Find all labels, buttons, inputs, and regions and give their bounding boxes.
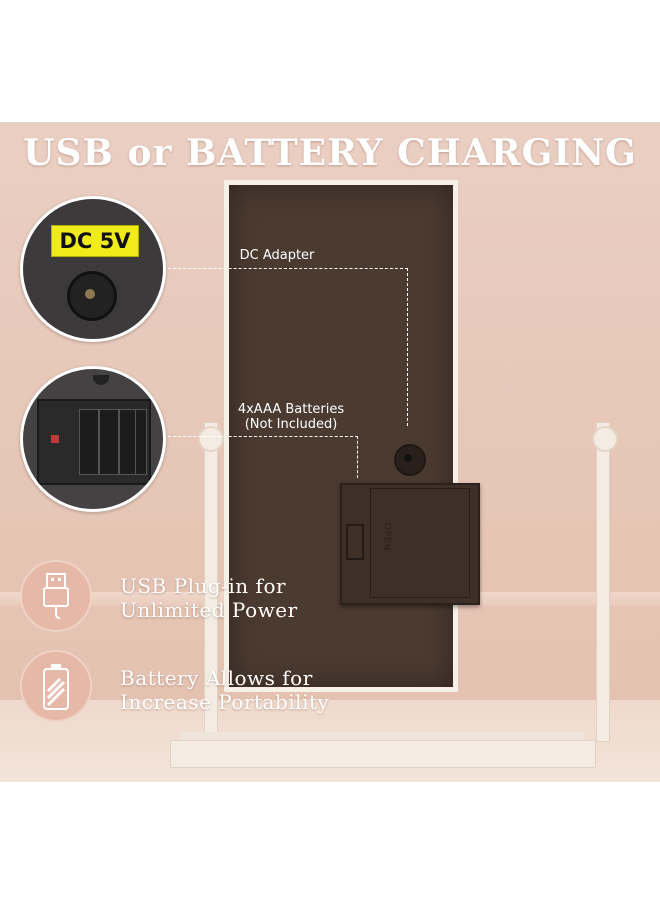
product-scene: USB or BATTERY CHARGING OPEN DC 5V DC Ad… [0,122,660,782]
battery-callout-line-vertical [357,436,358,478]
stand-base [170,740,596,768]
battery-slot [99,409,119,475]
right-hinge [592,426,618,452]
feature-battery-line1: Battery Allows for [120,666,313,690]
dc-callout-line [163,268,408,269]
heading: USB or BATTERY CHARGING [23,132,637,174]
dc-jack-hole [404,454,412,462]
usb-plug-icon [20,560,92,632]
dc-jack-closeup: DC 5V [20,196,166,342]
stand-base-top [180,732,584,742]
left-hinge [198,426,224,452]
battery-latch [346,524,364,560]
battery-icon [20,650,92,722]
batteries-label-line1: 4xAAA Batteries [237,402,345,417]
battery-slot [79,409,99,475]
dc-5v-sticker: DC 5V [51,225,139,257]
dc-adapter-label: DC Adapter [239,248,315,263]
feature-battery-text: Battery Allows for Increase Portability [120,666,329,714]
feature-usb-line1: USB Plug-in for [120,574,287,598]
batteries-label-line2: (Not Included) [244,417,338,432]
feature-usb-line2: Unlimited Power [120,598,298,622]
closeup-top-knob [93,375,109,385]
feature-usb-text: USB Plug-in for Unlimited Power [120,574,298,622]
battery-slot [135,409,147,475]
feature-battery-line2: Increase Portability [120,690,330,714]
closeup-red-marker [51,435,59,443]
battery-closeup [20,366,166,512]
battery-callout-line [163,436,358,437]
battery-lid [370,488,470,598]
dc-callout-line-vertical [407,268,408,426]
batteries-label: 4xAAA Batteries (Not Included) [228,402,354,432]
closeup-pin [85,289,95,299]
right-stand-arm [596,422,610,742]
battery-box-label: OPEN [381,522,392,552]
